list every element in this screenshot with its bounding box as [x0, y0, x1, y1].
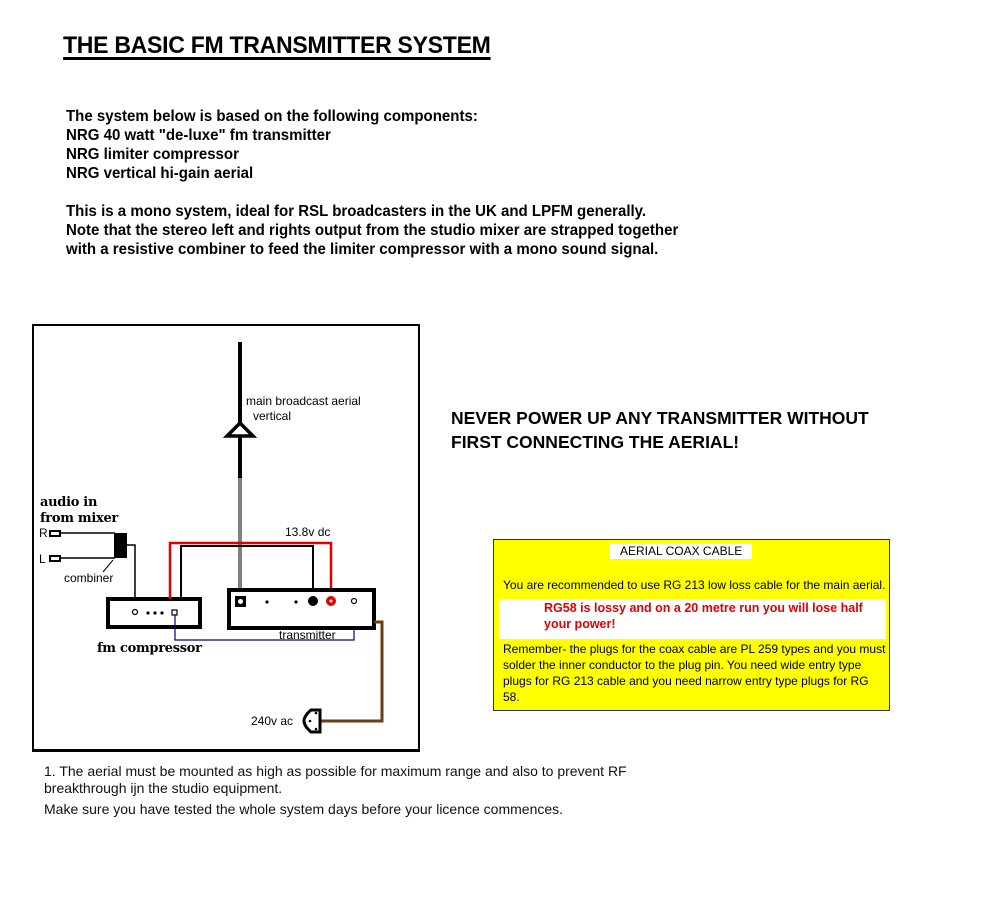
compressor-indicator	[160, 611, 164, 615]
component-item: NRG 40 watt "de-luxe" fm transmitter	[66, 127, 331, 144]
system-diagram-frame	[32, 324, 420, 752]
compressor-indicator	[146, 611, 150, 615]
antenna-socket-pin	[238, 599, 243, 604]
transmitter-indicator	[265, 600, 269, 604]
combiner-pointer	[102, 559, 114, 573]
coax-recommendation: You are recommended to use RG 213 low lo…	[503, 578, 886, 592]
aerial-warning: NEVER POWER UP ANY TRANSMITTER WITHOUT F…	[451, 406, 869, 454]
dc-supply-label: 13.8v dc	[285, 525, 331, 539]
note-item: 1. The aerial must be mounted as high as…	[44, 763, 627, 779]
page-title: THE BASIC FM TRANSMITTER SYSTEM	[63, 32, 491, 59]
transmitter-audio-input-port	[350, 597, 358, 605]
notes: 1. The aerial must be mounted as high as…	[44, 763, 627, 818]
aerial-label: main broadcast aerial	[246, 394, 361, 408]
mains-plug-icon	[302, 708, 322, 734]
plug-pin	[314, 727, 318, 731]
right-channel-label: R	[39, 526, 48, 540]
compressor-indicator	[153, 611, 157, 615]
combiner-label: combiner	[64, 571, 114, 585]
audio-mono-wire	[127, 544, 136, 612]
aerial-icon	[222, 420, 258, 438]
coax-alert-text: RG58 is lossy and on a 20 metre run you …	[544, 601, 863, 631]
compressor-input-port	[131, 608, 139, 616]
warning-line: FIRST CONNECTING THE AERIAL!	[451, 432, 740, 452]
intro-line: with a resistive combiner to feed the li…	[66, 241, 659, 258]
plug-pin	[308, 719, 312, 723]
intro-line: This is a mono system, ideal for RSL bro…	[66, 203, 647, 220]
dc-positive-wire	[168, 541, 333, 601]
positive-terminal-dot	[329, 599, 333, 603]
note-item: Make sure you have tested the whole syst…	[44, 801, 564, 817]
transmitter-label: transmitter	[279, 628, 336, 642]
note-item: breakthrough ijn the studio equipment.	[44, 780, 283, 796]
intro-line: Note that the stereo left and rights out…	[66, 222, 679, 239]
component-item: NRG limiter compressor	[66, 146, 239, 163]
mains-cable	[320, 620, 384, 723]
plug-pin	[314, 711, 318, 715]
intro-text: The system below is based on the followi…	[66, 107, 678, 259]
aerial-type-label: vertical	[253, 409, 292, 423]
transmitter-indicator	[294, 600, 298, 604]
coax-cable-info-box: AERIAL COAX CABLE You are recommended to…	[493, 539, 890, 711]
right-input-jack-icon	[49, 530, 115, 537]
coax-plug-info: Remember- the plugs for the coax cable a…	[503, 642, 886, 704]
diagram-frame-bottom	[32, 749, 420, 752]
dc-negative-wire	[180, 545, 314, 601]
audio-in-label: audio in	[40, 495, 98, 510]
coax-box-title: AERIAL COAX CABLE	[610, 544, 753, 559]
left-channel-label: L	[39, 552, 46, 566]
component-item: NRG vertical hi-gain aerial	[66, 165, 254, 182]
intro-line: The system below is based on the followi…	[66, 108, 478, 125]
warning-line: NEVER POWER UP ANY TRANSMITTER WITHOUT	[451, 408, 869, 428]
transmitter-box	[227, 588, 376, 630]
compressor-output-port	[171, 609, 178, 616]
left-input-jack-icon	[49, 555, 115, 562]
from-mixer-label: from mixer	[40, 511, 118, 526]
combiner-block	[114, 533, 127, 558]
compressor-label: fm compressor	[97, 641, 202, 656]
ac-supply-label: 240v ac	[251, 714, 294, 728]
negative-terminal-icon	[308, 596, 318, 606]
coax-alert-background	[499, 599, 886, 639]
